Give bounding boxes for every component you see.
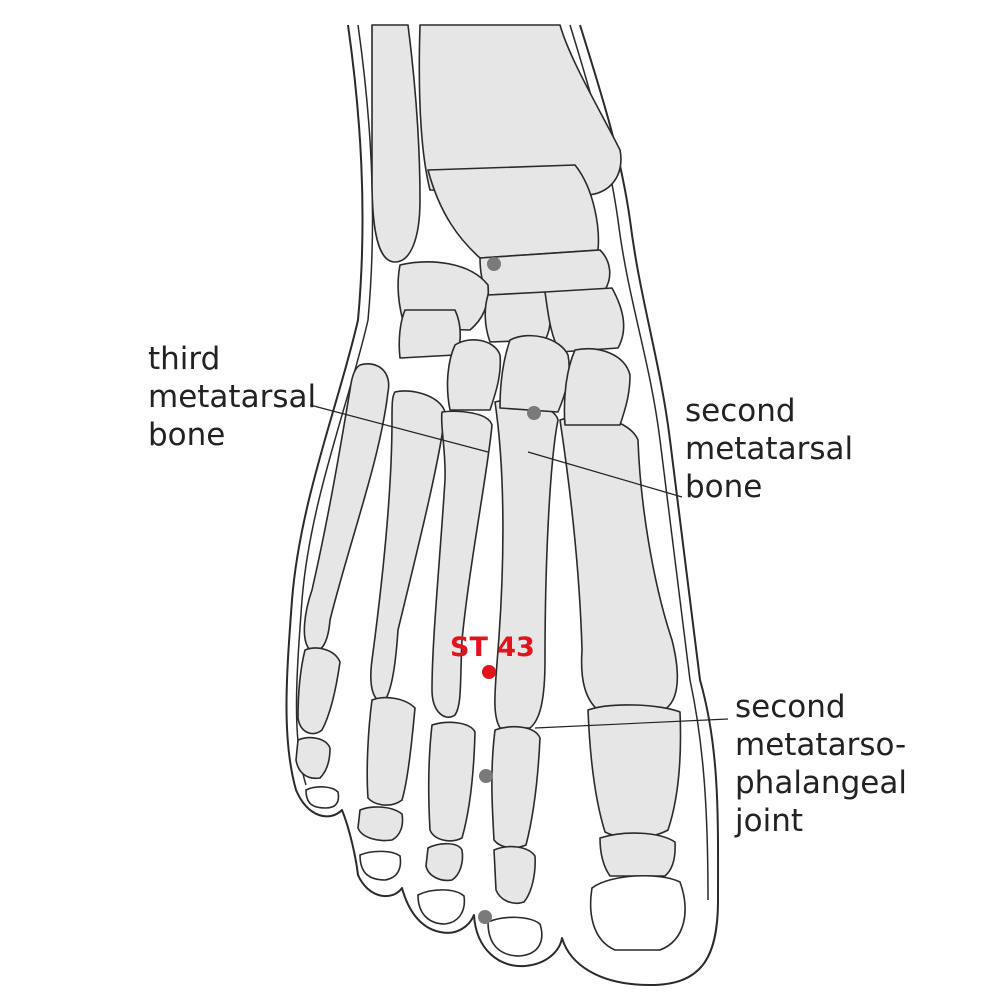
second-toe-phalanx-prox: [491, 725, 541, 849]
talus-bone: [427, 164, 600, 259]
label-line: metatarsal: [685, 431, 854, 467]
third-metatarsal-base: [446, 339, 502, 411]
leader-line-third-metatarsal: [309, 404, 489, 453]
label-line: metatarso-: [735, 727, 907, 763]
label-line: phalangeal: [735, 765, 907, 801]
big-toe-phalanx-prox: [587, 704, 682, 839]
label-second-mtp-joint: second metatarso- phalangeal joint: [735, 688, 907, 840]
leader-line-second-metatarsal: [527, 451, 683, 498]
fourth-toe-phalanx-prox: [366, 696, 416, 806]
cuneiform-lateral: [398, 309, 462, 359]
foot-inner-outline: [295, 24, 374, 786]
acupoint-st43-label: ST 43: [450, 632, 535, 663]
reference-dot-second-metatarsal-base: [527, 406, 541, 420]
label-third-metatarsal: third metatarsal bone: [148, 340, 316, 454]
second-metatarsal-base: [499, 334, 570, 413]
cuneiform-intermediate: [484, 291, 552, 343]
label-line: bone: [685, 469, 763, 505]
fourth-toe-phalanx-mid: [357, 806, 404, 842]
label-line: second: [735, 689, 846, 725]
second-metatarsal: [494, 399, 559, 729]
navicular-bone: [479, 249, 611, 296]
reference-dot-toe-web: [479, 769, 493, 783]
third-toe-nail: [417, 889, 466, 925]
third-toe-phalanx-mid: [425, 842, 464, 882]
fifth-toe-phalanx-mid: [295, 736, 331, 780]
big-toe-nail: [589, 874, 686, 951]
second-toe-nail: [487, 916, 543, 957]
cuneiform-medial: [544, 287, 625, 353]
fifth-toe-phalanx-prox: [297, 647, 341, 735]
label-line: joint: [735, 803, 803, 839]
second-toe-phalanx-mid: [493, 845, 536, 905]
label-line: second: [685, 393, 796, 429]
third-metatarsal: [431, 410, 493, 718]
first-metatarsal: [559, 415, 679, 713]
label-second-metatarsal: second metatarsal bone: [685, 392, 853, 506]
label-line: metatarsal: [148, 379, 317, 415]
big-toe-phalanx-dist: [599, 832, 676, 877]
leader-line-second-mtp-joint: [534, 718, 729, 729]
fifth-toe-nail: [305, 786, 340, 809]
first-metatarsal-base: [563, 348, 631, 426]
acupoint-st43-dot: [482, 665, 496, 679]
reference-dot-navicular: [487, 257, 501, 271]
foot-outline: [285, 24, 720, 986]
reference-dot-toe-tip: [478, 910, 492, 924]
fibula-bone: [371, 24, 421, 263]
third-toe-phalanx-prox: [427, 721, 476, 842]
label-line: bone: [148, 417, 226, 453]
fourth-toe-nail: [359, 850, 402, 881]
label-line: third: [148, 341, 221, 377]
tibia-bone: [418, 24, 622, 196]
